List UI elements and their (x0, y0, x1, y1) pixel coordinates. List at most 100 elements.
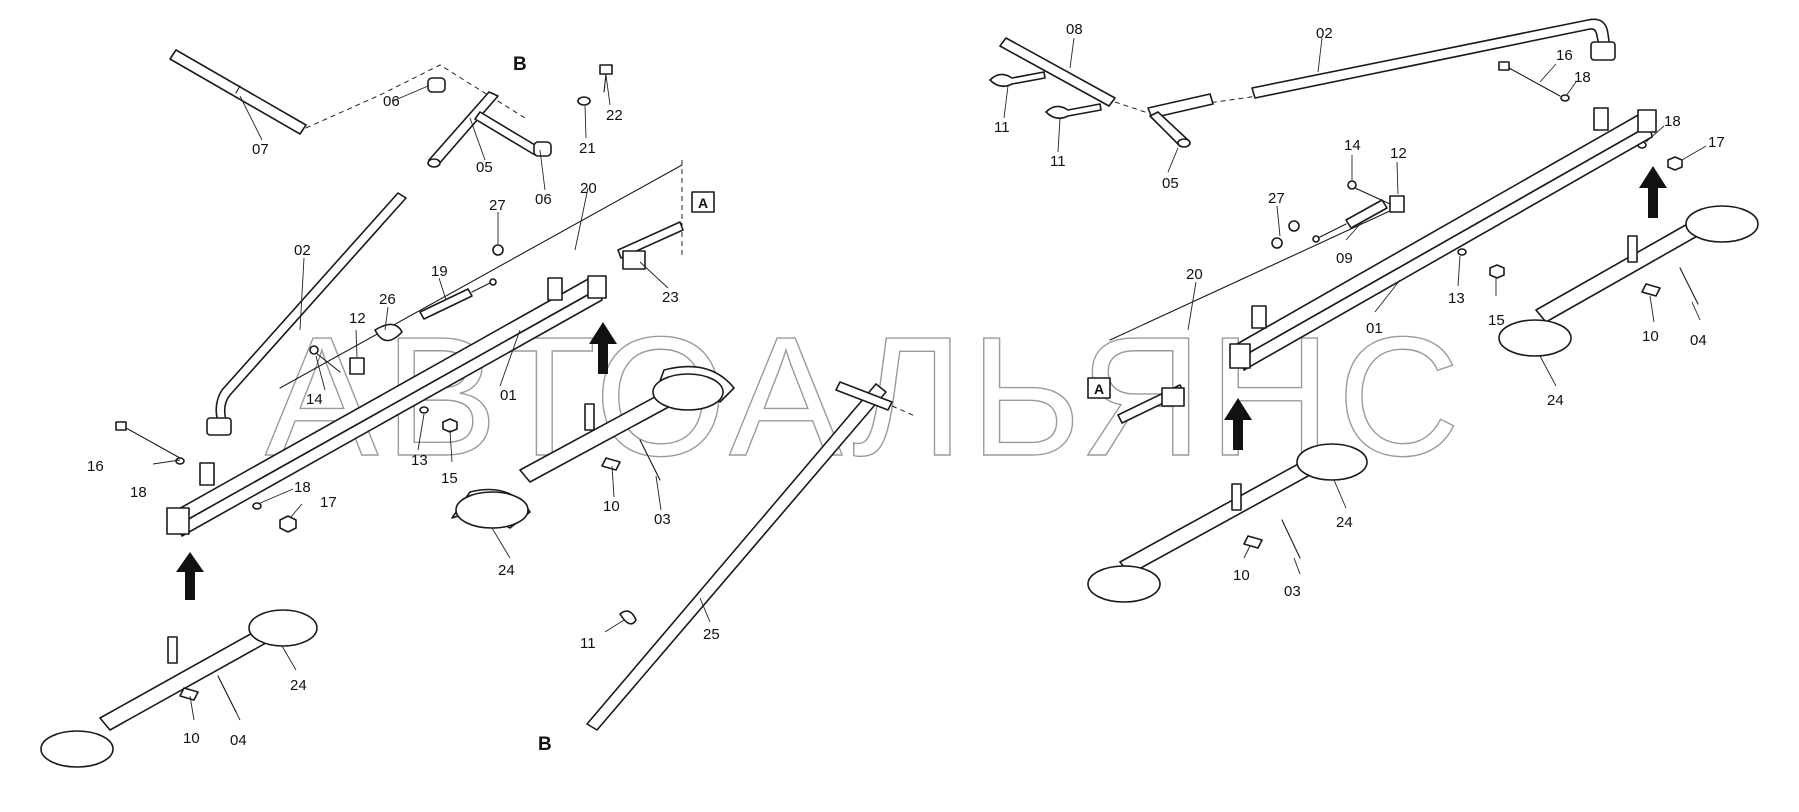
callout-05: 05 (1162, 175, 1179, 192)
part-17-nut (1667, 156, 1683, 171)
part-13-washer (1457, 248, 1467, 256)
part-18-washer (1560, 94, 1570, 102)
part-20-line (1109, 209, 1393, 341)
part-11-pin (1045, 103, 1102, 120)
callout-16: 16 (87, 458, 104, 475)
part-24-skid-frame-bottom (1087, 443, 1368, 603)
part-16-bolt (1498, 61, 1561, 97)
part-22-bolt (577, 64, 613, 106)
ref-box-a (1087, 377, 1111, 399)
callout-24: 24 (290, 677, 307, 694)
callout-18: 18 (130, 484, 147, 501)
ref-b-label: B (538, 734, 552, 755)
callout-15: 15 (1488, 312, 1505, 329)
callout-03: 03 (654, 511, 671, 528)
callout-20: 20 (580, 180, 597, 197)
part-23-bracket (617, 221, 684, 270)
callout-22: 22 (606, 107, 623, 124)
callout-06: 06 (535, 191, 552, 208)
callout-01: 01 (500, 387, 517, 404)
left-assembly: A 07 06 06 05 21 22 (40, 49, 916, 768)
callout-26: 26 (379, 291, 396, 308)
part-27-nut (1271, 237, 1283, 249)
part-07-rod (169, 49, 307, 135)
callout-21: 21 (579, 140, 596, 157)
part-19-turnbuckle (419, 278, 497, 320)
callout-14: 14 (306, 391, 323, 408)
part-14-bolt (1347, 180, 1391, 205)
part-18-washer (252, 502, 262, 510)
callout-04: 04 (230, 732, 247, 749)
callout-17: 17 (1708, 134, 1725, 151)
callout-27: 27 (1268, 190, 1285, 207)
part-20-line (279, 164, 683, 389)
part-24-skid-frame-left (40, 609, 318, 768)
ref-a-label: A (698, 195, 708, 211)
part-15-nut (1489, 264, 1505, 279)
ref-a-label: A (1094, 381, 1104, 397)
part-12-plate (349, 357, 365, 375)
part-15-nut (442, 418, 458, 433)
callout-10: 10 (603, 498, 620, 515)
callout-13: 13 (1448, 290, 1465, 307)
part-16-bolt (115, 421, 181, 459)
part-27-nut (492, 244, 504, 256)
part-11-pin (619, 610, 637, 625)
part-11-pin (989, 71, 1046, 88)
part-06-caps (427, 77, 552, 157)
part-27-nut (1288, 220, 1300, 232)
part-02-handle (1251, 18, 1616, 99)
callout-13: 13 (411, 452, 428, 469)
callout-18: 18 (294, 479, 311, 496)
part-09-spring (1312, 199, 1388, 243)
callout-24: 24 (498, 562, 515, 579)
ref-b-label: B (513, 54, 527, 75)
callout-11: 11 (1050, 153, 1066, 170)
part-02-handle (206, 192, 407, 436)
part-17-nut (279, 515, 297, 533)
callout-02: 02 (294, 242, 311, 259)
callout-01: 01 (1366, 320, 1383, 337)
part-25-rod (586, 381, 916, 731)
callout-16: 16 (1556, 47, 1573, 64)
callout-19: 19 (431, 263, 448, 280)
callout-20: 20 (1186, 266, 1203, 283)
callout-11: 11 (580, 635, 596, 652)
callout-12: 12 (1390, 145, 1407, 162)
callout-04: 04 (1690, 332, 1707, 349)
part-a-bracket (1117, 384, 1185, 424)
callout-23: 23 (662, 289, 679, 306)
part-14-bolt (309, 345, 341, 373)
callout-12: 12 (349, 310, 366, 327)
part-01-beam (166, 275, 607, 537)
callout-09: 09 (1336, 250, 1353, 267)
callout-14: 14 (1344, 137, 1361, 154)
callout-06: 06 (383, 93, 400, 110)
callout-24: 24 (1547, 392, 1564, 409)
up-arrow (589, 322, 617, 374)
callout-11: 11 (994, 119, 1010, 136)
part-18-washer (175, 457, 185, 465)
callout-08: 08 (1066, 21, 1083, 38)
part-05-crank (427, 91, 541, 168)
callout-17: 17 (320, 494, 337, 511)
part-24-skid-frame-middle (451, 365, 735, 529)
up-arrow (1639, 166, 1667, 218)
part-13-washer (419, 406, 429, 414)
part-05-crank (1147, 93, 1214, 148)
up-arrow (1224, 398, 1252, 450)
right-assembly: A (989, 18, 1759, 603)
ref-box-a (691, 191, 715, 213)
callout-05: 05 (476, 159, 493, 176)
callout-18: 18 (1664, 113, 1681, 130)
callout-10: 10 (1642, 328, 1659, 345)
callout-07: 07 (252, 141, 269, 158)
part-08-rod (999, 37, 1116, 107)
callout-25: 25 (703, 626, 720, 643)
callout-27: 27 (489, 197, 506, 214)
callout-24: 24 (1336, 514, 1353, 531)
callout-02: 02 (1316, 25, 1333, 42)
part-24-skid-frame-right (1498, 205, 1759, 357)
callout-10: 10 (1233, 567, 1250, 584)
